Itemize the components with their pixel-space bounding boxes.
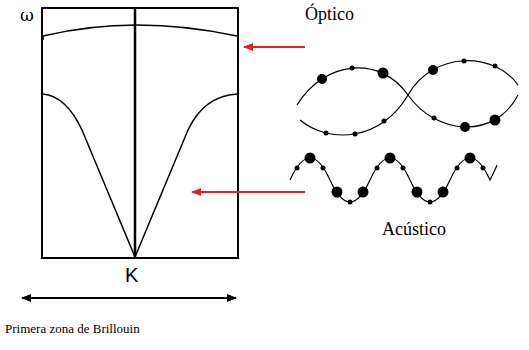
axis-label: K [125,264,138,287]
optical-branch [43,25,237,36]
pointer-arrow [244,46,305,48]
mode-label: Óptico [305,4,354,25]
acoustic-chain [290,153,497,205]
optical-chain [297,59,518,137]
mode-label: Acústico [382,219,446,240]
axis-label: ω [20,6,34,26]
acoustic-branch [135,94,237,257]
center-line [134,8,137,258]
zone-arrow [22,297,236,299]
pointer-arrow [192,191,305,193]
acoustic-branch [43,94,135,257]
zone-caption: Primera zona de Brillouin [5,322,140,337]
plot-frame [42,8,238,258]
branch-tick [42,36,44,40]
